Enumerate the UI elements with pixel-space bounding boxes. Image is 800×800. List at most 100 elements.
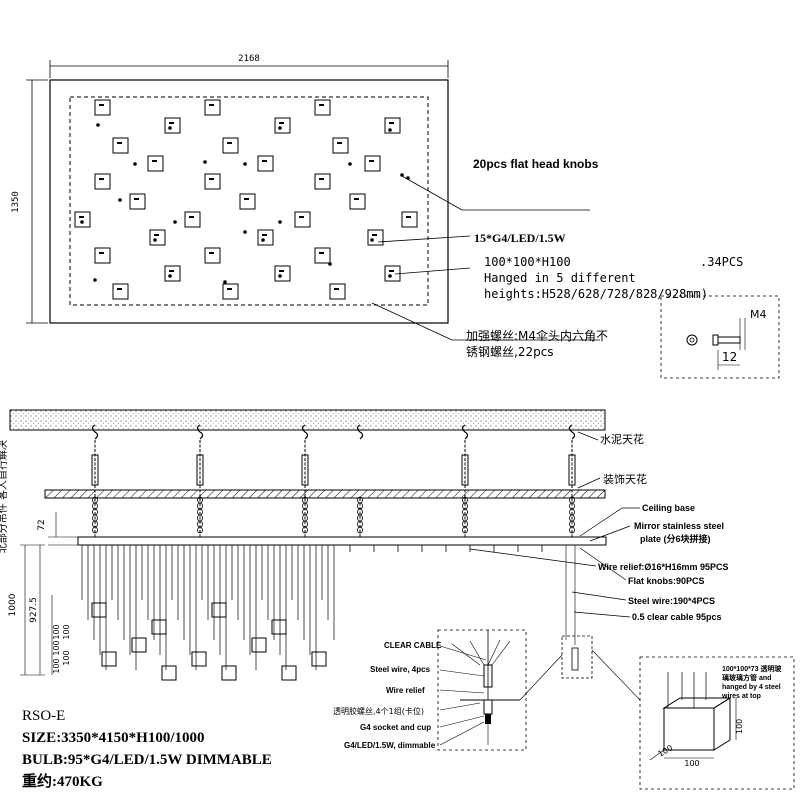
plan-knob-dot [278, 126, 282, 130]
plan-knob-dot [223, 280, 227, 284]
plan-glass-box [149, 229, 166, 246]
plan-glass-box [147, 155, 164, 172]
hanging-glass-box [281, 665, 297, 681]
hanging-glass-box [101, 651, 117, 667]
plan-glass-box [257, 155, 274, 172]
plan-glass-box [314, 173, 331, 190]
screw-note-1: 加强螺丝:M4伞头内六角不 [466, 328, 608, 343]
plan-glass-box [129, 193, 146, 210]
steel-wire-label: Steel wire:190*4PCS [628, 596, 715, 606]
ceiling-base-plate [77, 536, 607, 546]
plan-outline [49, 79, 449, 324]
led-note: 15*G4/LED/1.5W [474, 231, 566, 245]
box-note-qty: .34PCS [700, 255, 743, 269]
plan-glass-box [184, 211, 201, 228]
glass-box-top [662, 697, 732, 709]
plan-glass-box [332, 137, 349, 154]
plan-knob-dot [278, 220, 282, 224]
screw-length-label: 12 [722, 350, 737, 364]
detail-callout-box [561, 635, 593, 679]
plan-glass-box [314, 99, 331, 116]
knobs-note: 20pcs flat head knobs [473, 157, 599, 171]
hanging-glass-box [191, 651, 207, 667]
svg-text:100: 100 [52, 640, 61, 655]
plan-glass-box [349, 193, 366, 210]
plan-glass-box [112, 283, 129, 300]
glass-box-height: 100 [735, 719, 744, 734]
glass-box-note-2: 璃玻璃方管 and [722, 673, 771, 682]
plan-glass-box [274, 265, 291, 282]
screw-note-2: 锈钢螺丝,22pcs [466, 345, 554, 359]
dim-927: 927.5 [29, 597, 39, 623]
plan-knob-dot [93, 278, 97, 282]
plan-glass-box [112, 137, 129, 154]
bulb-detail-label: G4/LED/1.5W, dimmable [344, 741, 436, 750]
hanging-glass-box [211, 602, 227, 618]
plan-knob-dot [388, 274, 392, 278]
steel-wire-detail-label: Steel wire, 4pcs [370, 665, 431, 674]
hanging-glass-box [271, 619, 287, 635]
hanging-glass-box [311, 651, 327, 667]
box-note-hanged: Hanged in 5 different [484, 271, 636, 285]
plan-knob-dot [243, 230, 247, 234]
plan-knob-group [80, 123, 410, 284]
hanger-assembly [301, 424, 309, 537]
hanging-glass-box [91, 602, 107, 618]
clamp-detail-label: 透明胶螺丝,4个1组(卡位) [333, 706, 424, 716]
plan-glass-box [401, 211, 418, 228]
elevation-view: 北部分吊件 客人自行解决 72 1000 927.5 100 100 100 1… [0, 409, 728, 701]
plan-knob-dot [80, 220, 84, 224]
screw-thread-label: M4 [750, 308, 767, 321]
weight-spec: 重约:470KG [22, 772, 103, 790]
plan-knob-dot [388, 128, 392, 132]
box-note-heights: heights:H528/628/728/828/928mm) [484, 287, 708, 301]
plan-knob-dot [118, 198, 122, 202]
plan-glass-box [94, 247, 111, 264]
wire-relief-label: Wire relief:Ø16*H16mm 95PCS [598, 562, 728, 572]
hanging-glass-box [151, 619, 167, 635]
plan-glass-box [294, 211, 311, 228]
glass-box-note-4: wires at top [721, 693, 761, 700]
tube-group [81, 545, 543, 681]
flat-knobs-label: Flat knobs:90PCS [628, 576, 705, 586]
plan-knob-dot [278, 274, 282, 278]
plan-knob-dot [133, 162, 137, 166]
height-dimension: 1350 [11, 191, 21, 213]
plan-glass-box [204, 247, 221, 264]
hanging-glass-box [131, 637, 147, 653]
plan-glass-box [94, 99, 111, 116]
glass-box-detail: 100 100 100 100*100*73 透明玻 璃玻璃方管 and han… [639, 656, 795, 790]
plan-glass-box [94, 173, 111, 190]
glass-box-side [713, 697, 731, 751]
plan-glass-box [364, 155, 381, 172]
plan-knob-dot [261, 238, 265, 242]
svg-text:100: 100 [62, 624, 71, 639]
plan-glass-box [164, 117, 181, 134]
dim-1000: 1000 [8, 593, 18, 616]
box-note-size: 100*100*H100 [484, 255, 571, 269]
glass-box-width: 100 [684, 759, 699, 768]
svg-text:100: 100 [52, 658, 61, 673]
screw-body-icon [712, 334, 719, 346]
hanging-glass-box [221, 665, 237, 681]
side-note: 北部分吊件 客人自行解决 [0, 440, 9, 553]
hanger-group [91, 424, 576, 537]
hanger-assembly [91, 424, 99, 537]
width-dimension: 2168 [238, 54, 260, 64]
plan-glass-box [222, 137, 239, 154]
bulb-spec: BULB:95*G4/LED/1.5W DIMMABLE [22, 752, 272, 768]
plan-knob-dot [168, 274, 172, 278]
plan-knob-dot [370, 238, 374, 242]
glass-box-depth: 100 [657, 743, 675, 758]
plan-knob-dot [328, 262, 332, 266]
mirror-plate-label-2: plate (分6块拼接) [640, 533, 711, 544]
glass-box-note-1: 100*100*73 透明玻 [722, 664, 783, 673]
concrete-ceiling-label: 水泥天花 [600, 433, 644, 446]
svg-text:100: 100 [52, 624, 61, 639]
screw-head-icon [686, 334, 698, 346]
plan-knob-dot [168, 126, 172, 130]
plan-knob-dot [243, 162, 247, 166]
hanger-assembly [568, 424, 576, 537]
plan-glass-box [314, 247, 331, 264]
